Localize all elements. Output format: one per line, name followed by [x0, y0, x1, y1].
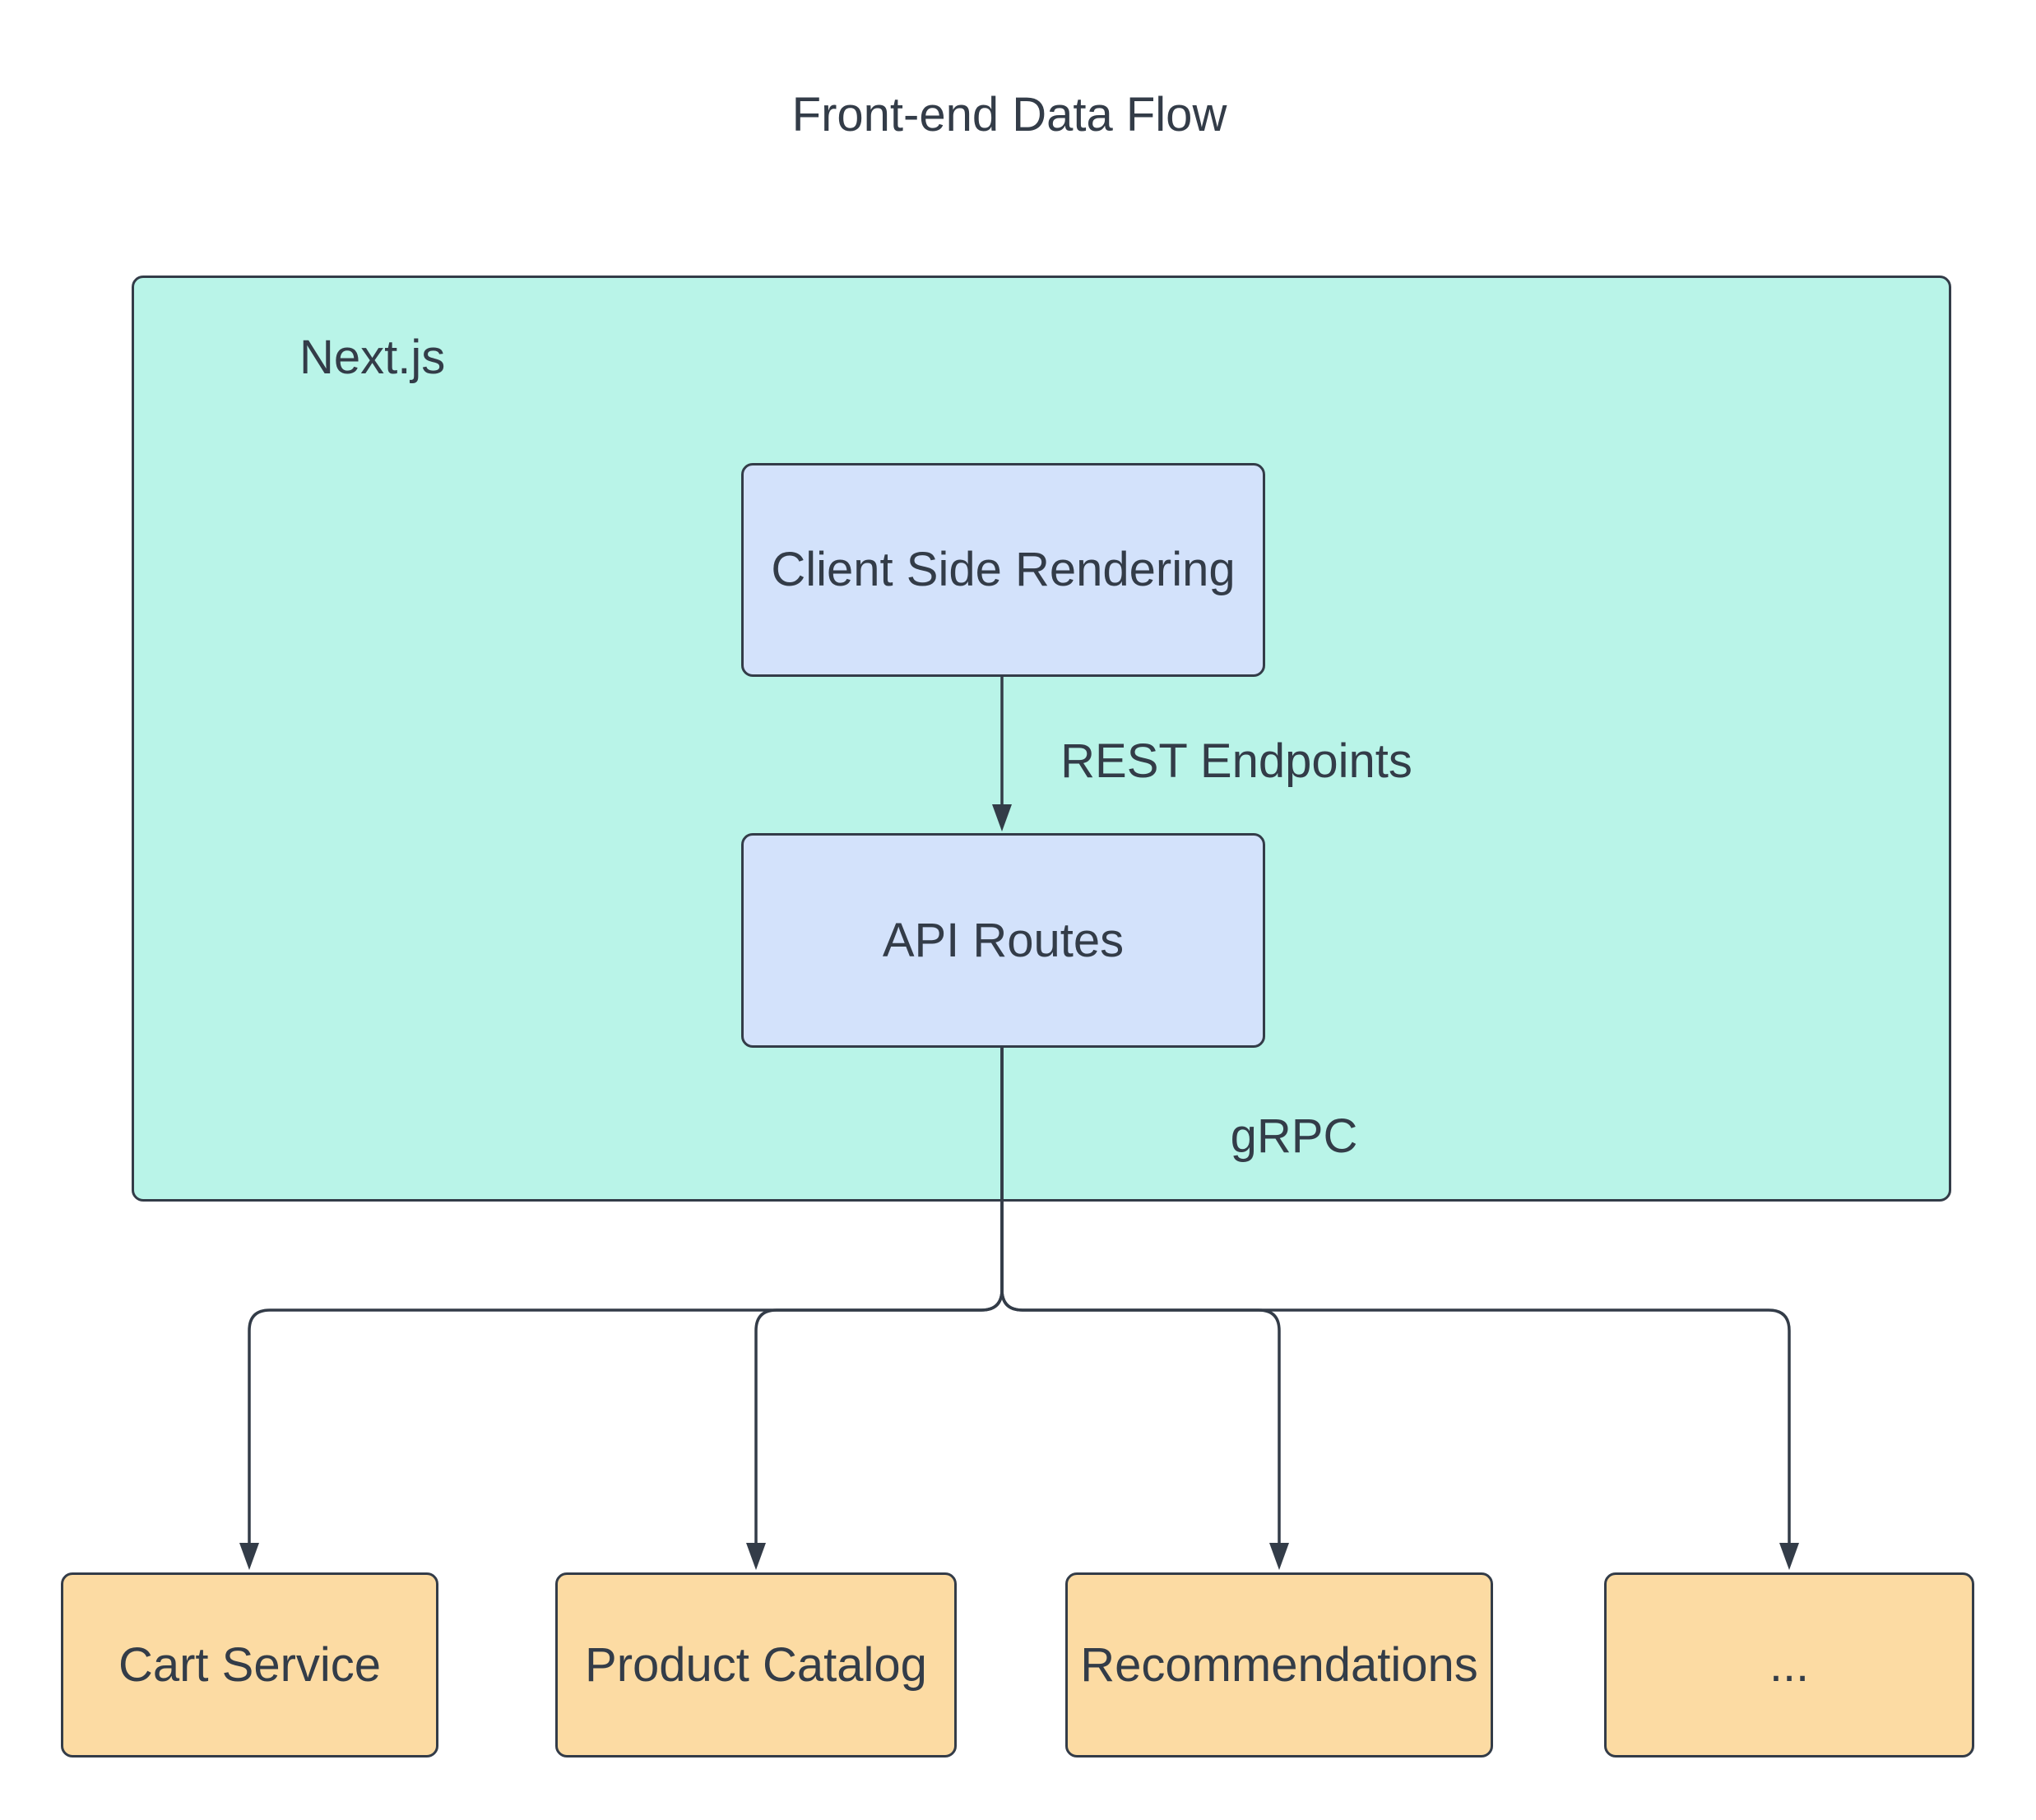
arrowhead-more — [1779, 1543, 1799, 1570]
node-recommendations-label: Recommendations — [1080, 1637, 1478, 1692]
node-api-routes: API Routes — [741, 833, 1265, 1048]
node-api-routes-label: API Routes — [882, 913, 1125, 967]
node-product-catalog: Product Catalog — [555, 1572, 957, 1757]
node-ellipsis-label: ... — [1769, 1637, 1810, 1692]
arrowhead-cart — [239, 1543, 259, 1570]
arrowhead-catalog — [746, 1543, 766, 1570]
node-client-side-rendering-label: Client Side Rendering — [771, 543, 1236, 596]
container-nextjs-label: Next.js — [299, 331, 446, 384]
node-recommendations: Recommendations — [1065, 1572, 1493, 1757]
diagram-title: Front-end Data Flow — [791, 88, 1227, 141]
node-cart-service-label: Cart Service — [118, 1637, 382, 1692]
node-client-side-rendering: Client Side Rendering — [741, 463, 1265, 677]
node-ellipsis: ... — [1604, 1572, 1974, 1757]
arrowhead-recs — [1269, 1543, 1289, 1570]
node-product-catalog-label: Product Catalog — [585, 1637, 927, 1692]
container-nextjs — [132, 276, 1951, 1202]
edge-label-rest-endpoints: REST Endpoints — [1060, 734, 1412, 788]
edge-label-grpc: gRPC — [1230, 1109, 1358, 1163]
node-cart-service: Cart Service — [61, 1572, 438, 1757]
